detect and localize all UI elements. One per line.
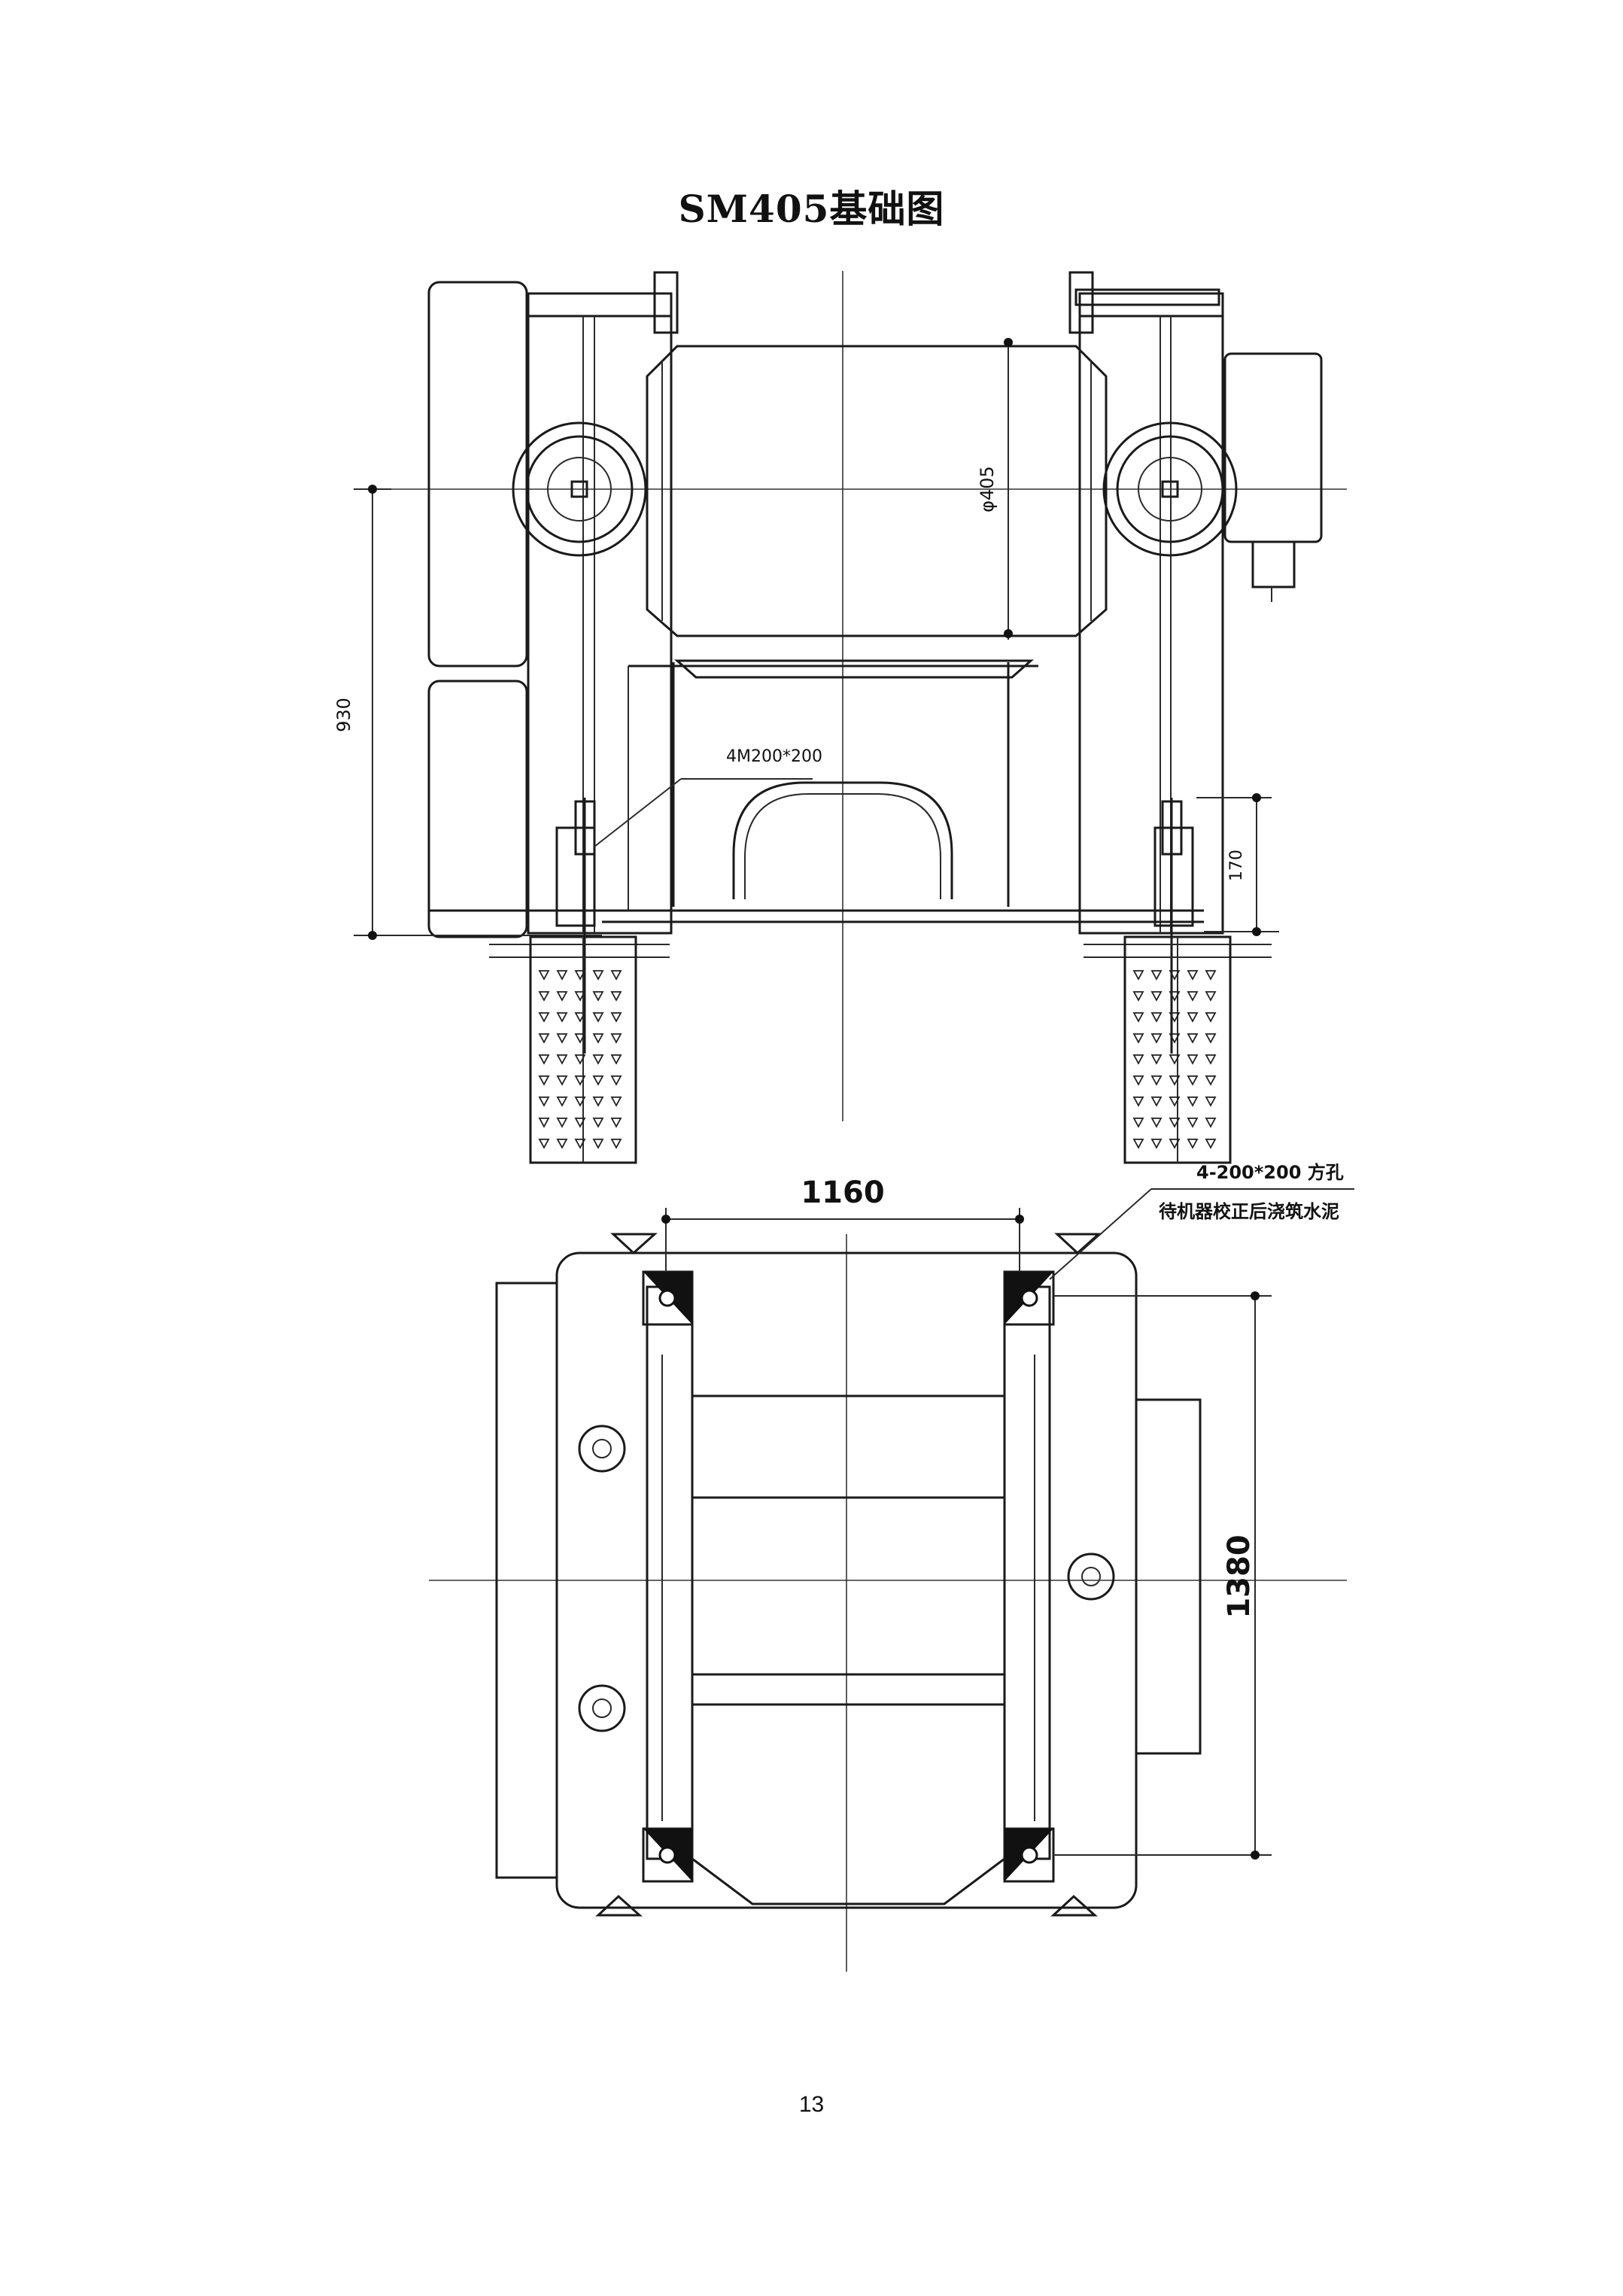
bolt-label: 4M200*200	[726, 747, 822, 766]
front-elevation-drawing: φ405 930 170 4M200*200	[333, 271, 1347, 1164]
page-number: 13	[798, 2092, 825, 2117]
note-line-2: 待机器校正后浇筑水泥	[1159, 1201, 1339, 1222]
dim-width-label: 1160	[801, 1175, 884, 1210]
dim-height-label: 930	[333, 698, 354, 732]
plan-view-drawing: 1160 1380 4-200*200 方孔 待机器校正后浇筑水泥	[429, 1162, 1354, 1972]
page-title: SM405基础图	[678, 187, 945, 231]
dim-diameter-label: φ405	[977, 466, 998, 512]
concrete-hatch-left	[538, 970, 622, 1149]
concrete-hatch-right	[1132, 970, 1217, 1149]
dim-length-label: 1380	[1222, 1534, 1257, 1618]
dim-embed-label: 170	[1227, 850, 1246, 881]
note-line-1: 4-200*200 方孔	[1196, 1162, 1344, 1183]
